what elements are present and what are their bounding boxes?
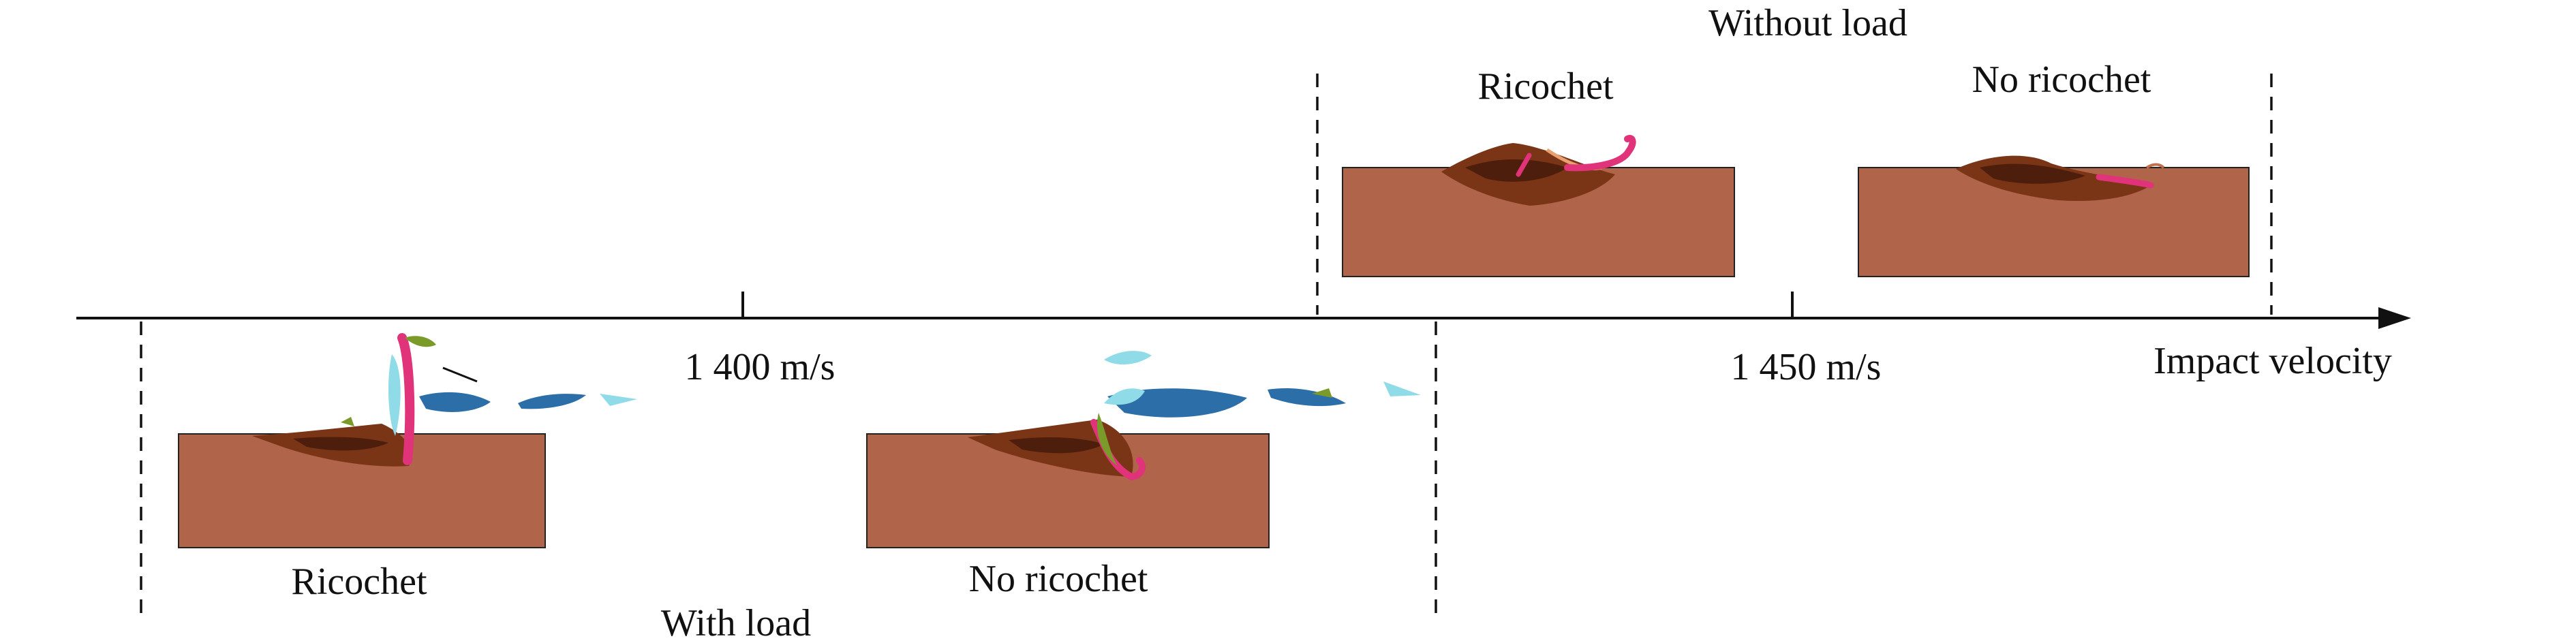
crater-shadow	[1465, 159, 1567, 182]
surface-bulge	[2145, 163, 2165, 169]
case-with-load-no-ricochet: No ricochet	[866, 351, 1421, 600]
case-label: Ricochet	[291, 561, 427, 603]
fragment-debris-icon	[1312, 388, 1332, 398]
fragment-debris-icon	[1268, 388, 1346, 407]
fragment-debris-icon	[341, 417, 354, 426]
fragment-debris-icon	[405, 336, 436, 347]
projectile-shape	[1564, 135, 1636, 172]
fragment-debris-icon	[442, 366, 478, 383]
crater-shadow	[1980, 163, 2085, 184]
fragment-debris-icon	[1104, 351, 1152, 365]
case-label: No ricochet	[1972, 59, 2151, 101]
fragment-debris-icon	[388, 354, 401, 436]
axis-label: Impact velocity	[2153, 340, 2392, 382]
fragment-debris-icon	[1097, 413, 1118, 466]
without-load-title: Without load	[1708, 2, 1907, 44]
case-label: Ricochet	[1477, 65, 1613, 108]
case-without-load-ricochet: Ricochet	[1342, 65, 1735, 277]
case-without-load-no-ricochet: No ricochet	[1858, 59, 2250, 277]
case-with-load-ricochet: Ricochet	[178, 333, 637, 603]
fragment-debris-icon	[1107, 388, 1247, 418]
tick-label-1450: 1 450 m/s	[1731, 346, 1882, 388]
projectile-shape	[2096, 174, 2154, 189]
tick-label-1400: 1 400 m/s	[685, 346, 835, 388]
fragment-debris-icon	[1104, 388, 1145, 405]
axis-arrow-icon	[2378, 307, 2411, 329]
with-load-title: With load	[661, 602, 811, 643]
fragment-debris-icon	[419, 392, 491, 412]
fragment-debris-icon	[518, 394, 586, 409]
projectile-tail	[1516, 153, 1532, 177]
crater-shadow	[293, 437, 388, 451]
crater-shadow	[1009, 437, 1104, 454]
case-label: No ricochet	[969, 558, 1148, 600]
fragment-debris-icon	[600, 394, 637, 406]
fragment-debris-icon	[1383, 381, 1421, 396]
velocity-axis: 1 400 m/s 1 450 m/s Impact velocity	[76, 292, 2411, 388]
projectile-shape	[397, 333, 415, 465]
with-load-group: With load Ricochet	[178, 333, 1421, 643]
without-load-group: Without load Ricochet No ricochet	[1342, 2, 2250, 277]
group-boundaries	[140, 74, 2273, 620]
